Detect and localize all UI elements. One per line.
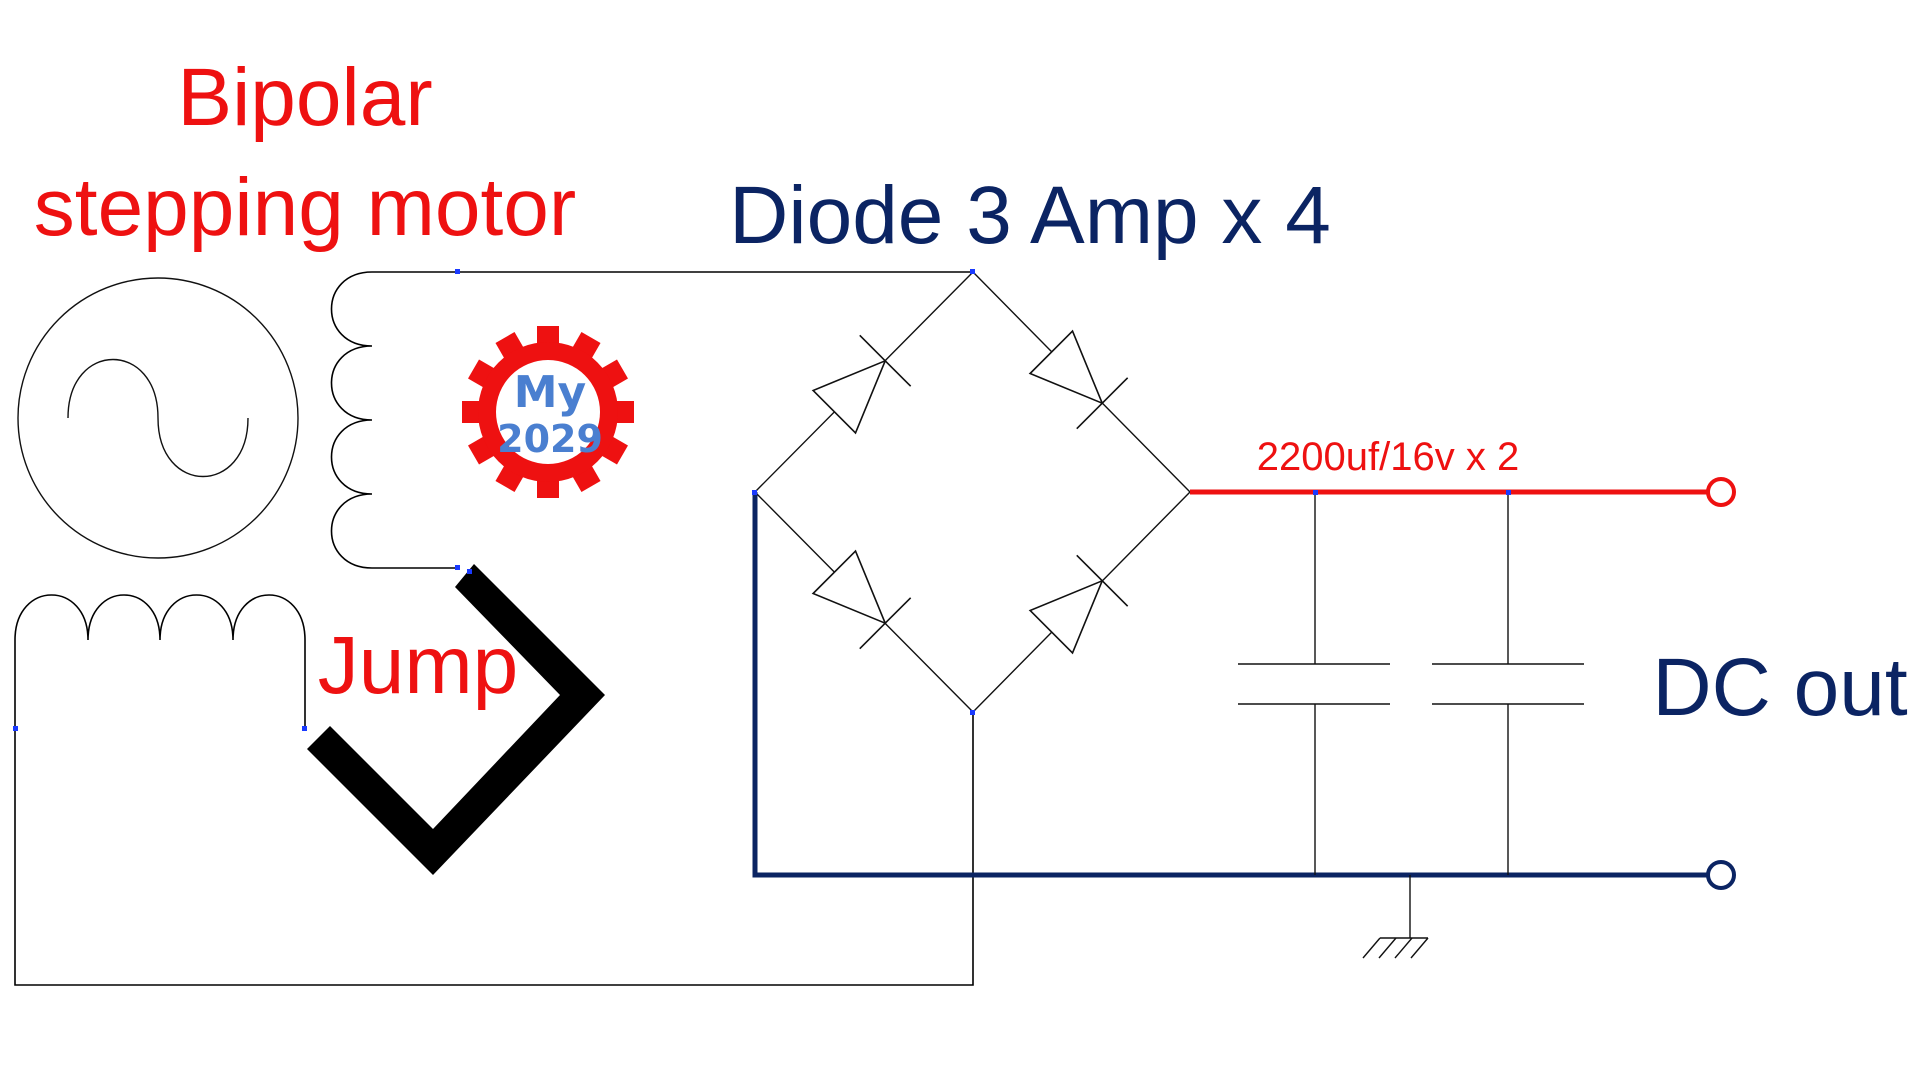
diode-icon: [1028, 554, 1129, 655]
logo-line1: My: [514, 367, 586, 418]
capacitor-icon: [1432, 492, 1584, 875]
dc-out-label: DC out: [1652, 642, 1907, 733]
terminal-icon: [1706, 477, 1736, 507]
terminal-icon: [1706, 860, 1736, 890]
diode-icon: [811, 334, 912, 435]
jump-label: Jump: [318, 620, 519, 711]
ground-icon: [1362, 875, 1429, 959]
capacitor-label: 2200uf/16v x 2: [1257, 435, 1519, 479]
wire-return: [14, 712, 974, 986]
connection-nodes: [13, 269, 1511, 731]
motor-title-line2: stepping motor: [34, 162, 576, 253]
diode-icon: [1028, 329, 1129, 430]
coil-horizontal-icon: [14, 594, 306, 728]
coil-icon: [330, 271, 458, 569]
bridge-diamond: [754, 271, 1191, 713]
negative-rail: [752, 492, 1708, 878]
gear-logo-icon: My 2029: [462, 326, 634, 498]
diode-icon: [811, 549, 912, 650]
logo-line2: 2029: [497, 417, 603, 461]
ac-source-icon: [17, 277, 299, 559]
jumper-bar: [307, 564, 605, 875]
diode-title: Diode 3 Amp x 4: [729, 170, 1331, 261]
capacitor-icon: [1238, 492, 1390, 875]
motor-title-line1: Bipolar: [177, 52, 432, 143]
